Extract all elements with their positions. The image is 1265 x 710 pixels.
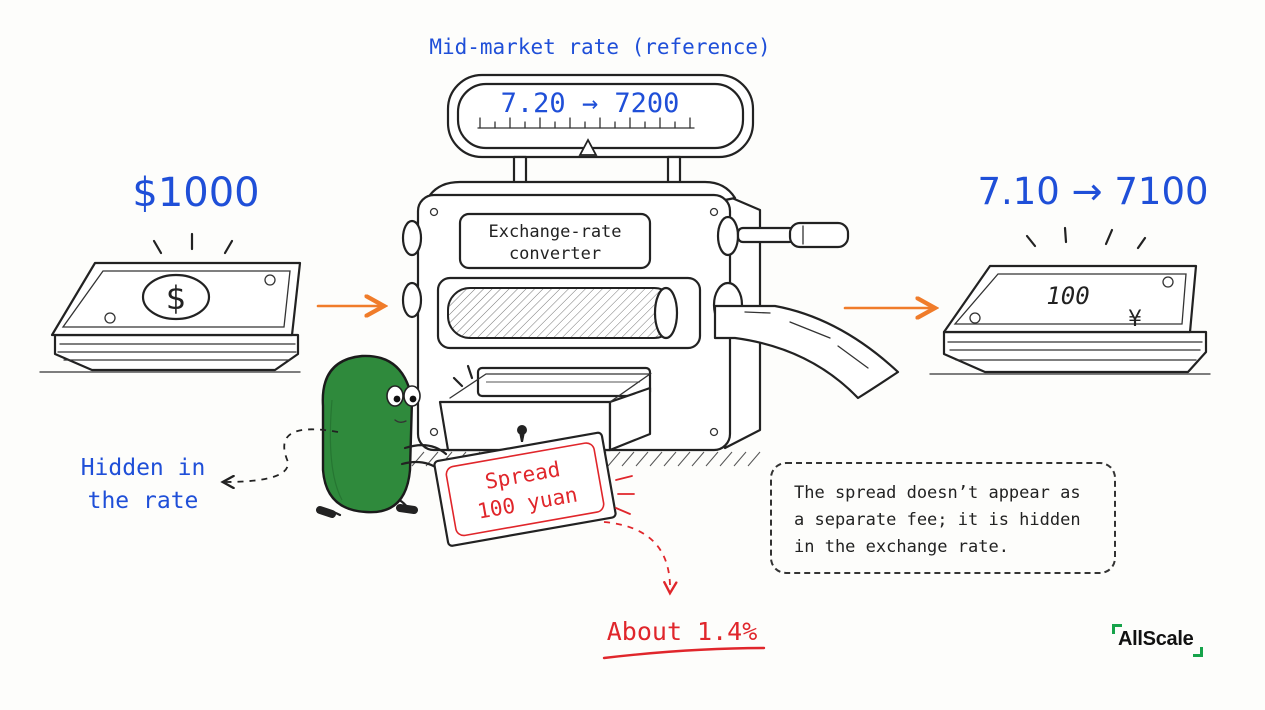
machine-label-line2: converter xyxy=(509,244,601,264)
dollar-symbol: $ xyxy=(166,279,186,317)
dollar-bill-stack-icon: $ xyxy=(39,261,302,373)
logo-text: AllScale xyxy=(1118,628,1194,650)
ground-hatch-line xyxy=(635,451,649,467)
machine-label-line1: Exchange-rate xyxy=(488,222,621,242)
spread-sign: Spread 100 yuan xyxy=(433,431,617,547)
hidden-label-line1: Hidden in xyxy=(81,455,206,481)
input-amount-sparkles xyxy=(152,232,234,255)
yuan-bill-value: 100 xyxy=(1046,282,1089,310)
percent-arrow xyxy=(603,521,670,592)
yuan-symbol: ¥ xyxy=(1128,307,1142,332)
ground-hatch-line xyxy=(677,451,691,467)
sign-sparkles xyxy=(615,475,635,515)
yuan-bill-stack-icon: 100 ¥ xyxy=(929,264,1211,375)
ground-hatch-line xyxy=(691,451,705,467)
ground-hatch-line xyxy=(663,451,677,467)
reference-title: Mid-market rate (reference) xyxy=(429,35,770,59)
explanation-note: The spread doesn’t appear as a separate … xyxy=(770,462,1116,574)
crank-handle-icon xyxy=(736,221,850,249)
receipt-paper xyxy=(712,281,900,400)
reference-value: 7.20 → 7200 xyxy=(501,88,680,119)
allscale-logo: AllScale xyxy=(1112,624,1204,657)
ground-hatch-line xyxy=(733,451,747,467)
ground-hatch-line xyxy=(705,451,719,467)
percent-underline xyxy=(602,646,766,660)
ground-hatch-line xyxy=(621,451,635,467)
logo-bracket-top-left xyxy=(1112,624,1122,634)
hidden-arrow xyxy=(224,428,339,482)
explanation-note-text: The spread doesn’t appear as a separate … xyxy=(794,483,1081,557)
drawer-sparkles xyxy=(452,364,474,388)
logo-bracket-bottom-right xyxy=(1193,647,1204,657)
percent-label: About 1.4% xyxy=(607,617,758,646)
reference-gauge: 7.20 → 7200 xyxy=(446,73,755,187)
ground-hatch-line xyxy=(719,451,733,467)
output-rate: 7.10 → 7100 xyxy=(977,170,1208,213)
ground-hatch-line xyxy=(607,451,621,467)
ground-hatch-line xyxy=(649,451,663,467)
output-rate-sparkles xyxy=(1025,226,1147,250)
input-amount: $1000 xyxy=(132,170,259,216)
ground-hatch-line xyxy=(411,451,425,467)
green-character xyxy=(316,354,448,518)
keyhole-icon xyxy=(517,425,527,442)
ground-hatch-line xyxy=(747,451,761,467)
hidden-label-line2: the rate xyxy=(88,488,199,514)
